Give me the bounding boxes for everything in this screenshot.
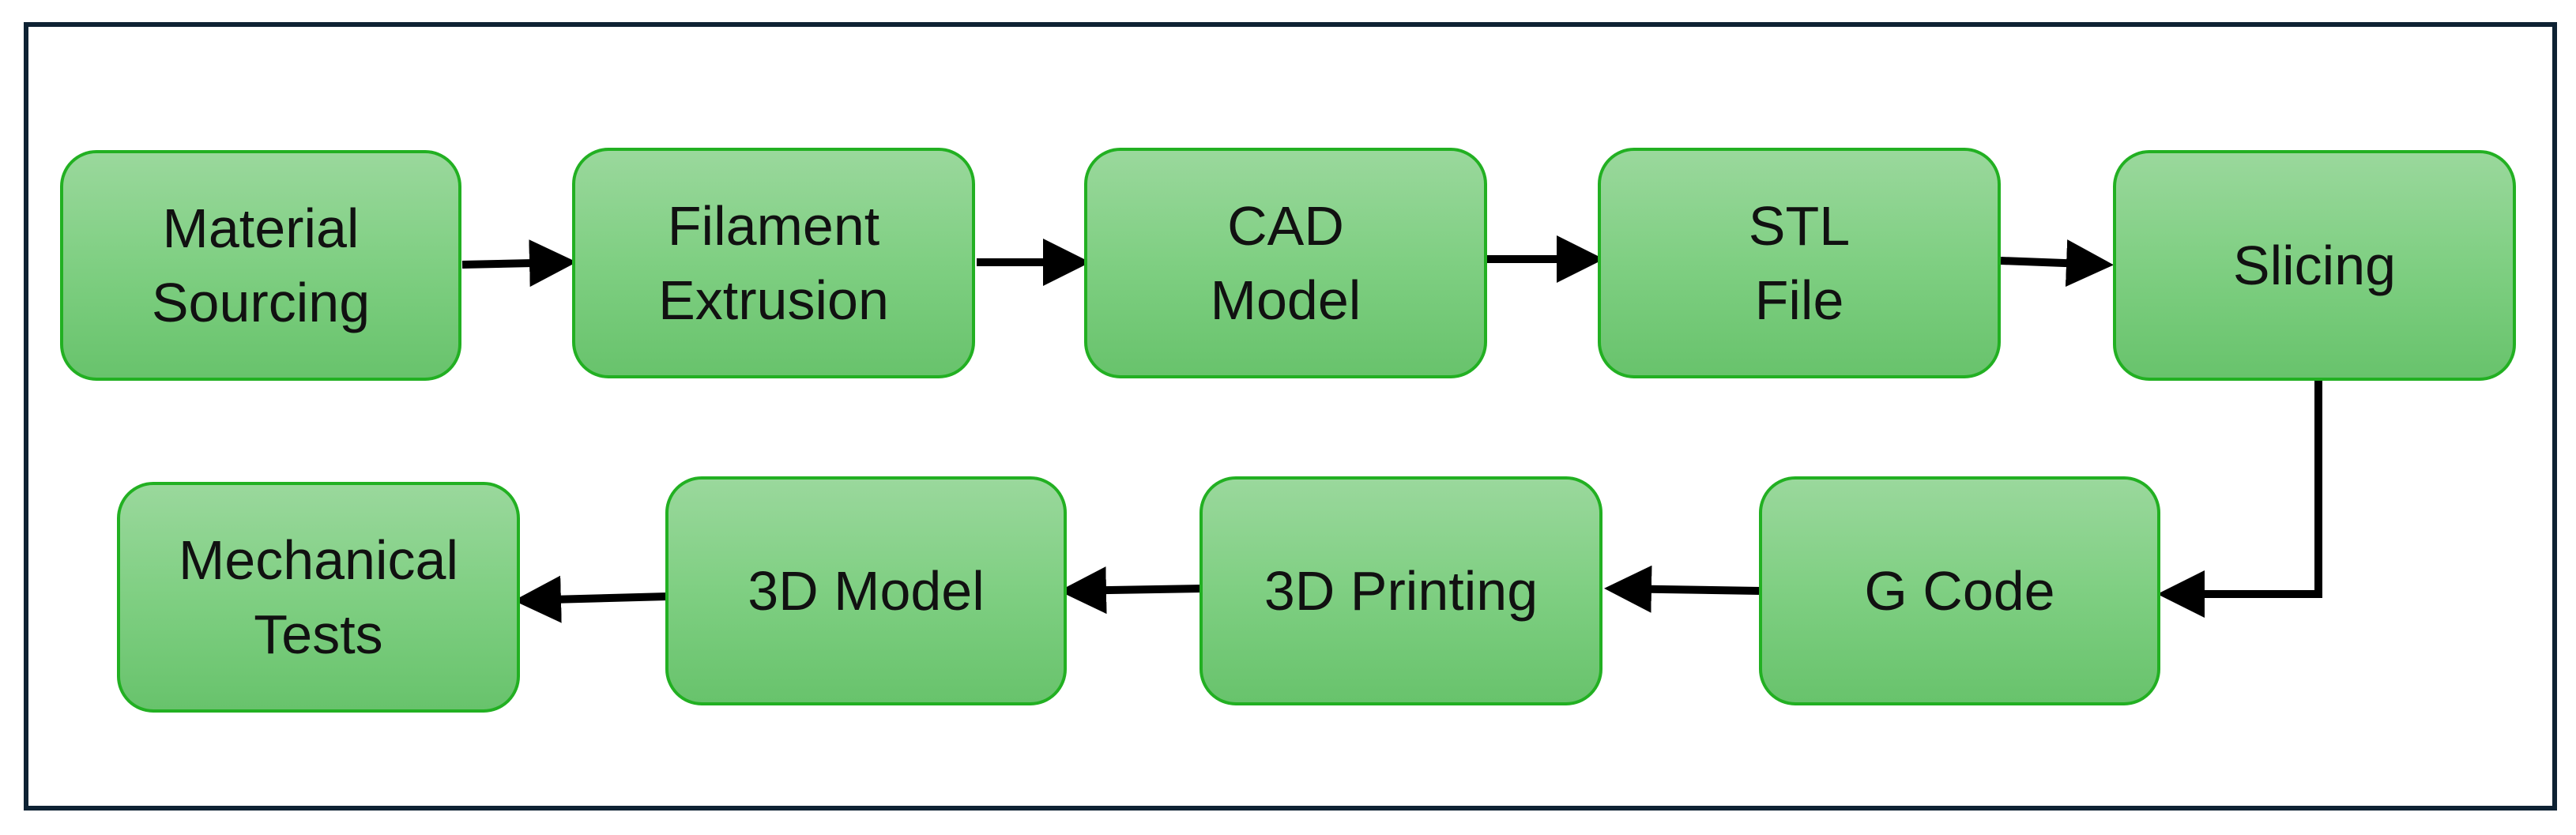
node-label: G Code [1864, 560, 2055, 622]
arrow-material-sourcing-to-filament-extrusion [461, 239, 577, 288]
node-3d-printing: 3D Printing [1199, 476, 1602, 705]
arrow-slicing-to-g-code [2157, 381, 2322, 618]
node-label: 3D Model [748, 560, 985, 622]
arrow-stl-file-to-slicing [2000, 239, 2114, 288]
node-g-code: G Code [1759, 476, 2160, 705]
arrow-3d-model-to-mechanical-tests [514, 575, 668, 623]
node-label: CAD Model [1210, 195, 1361, 331]
node-mechanical-tests: Mechanical Tests [117, 482, 520, 713]
node-slicing: Slicing [2113, 150, 2516, 381]
node-3d-model: 3D Model [665, 476, 1067, 705]
arrow-3d-printing-to-3d-model [1059, 566, 1203, 615]
node-label: Filament Extrusion [658, 195, 889, 331]
arrow-g-code-to-3d-printing [1604, 565, 1761, 613]
node-cad-model: CAD Model [1084, 148, 1487, 378]
node-label: Mechanical Tests [178, 529, 459, 665]
node-label: STL File [1748, 195, 1851, 331]
node-material-sourcing: Material Sourcing [60, 150, 461, 381]
node-label: Slicing [2232, 235, 2397, 296]
node-label: Material Sourcing [151, 197, 371, 333]
node-stl-file: STL File [1598, 148, 2001, 378]
node-label: 3D Printing [1264, 560, 1538, 622]
node-filament-extrusion: Filament Extrusion [572, 148, 975, 378]
